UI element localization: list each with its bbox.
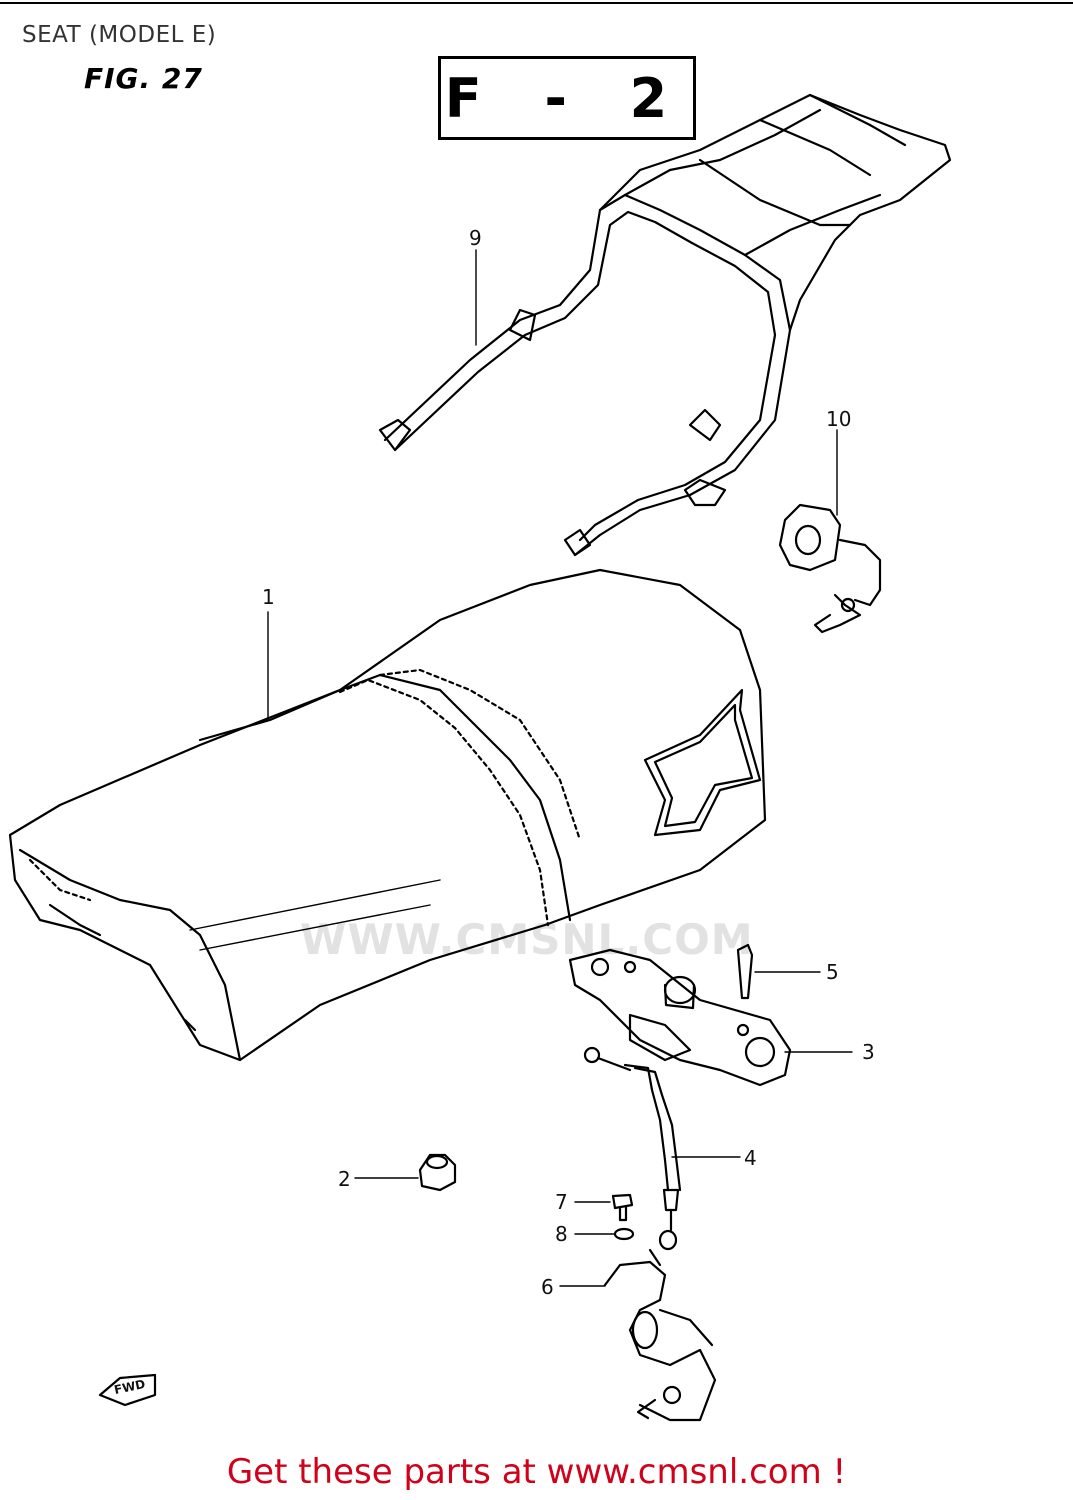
callout-9: 9 <box>469 226 482 250</box>
callout-7: 7 <box>555 1190 568 1214</box>
leader-lines <box>267 249 853 1287</box>
callout-10: 10 <box>826 407 852 431</box>
callout-8: 8 <box>555 1222 568 1246</box>
seat-cushion-rubber-drawing <box>418 1153 457 1192</box>
seat-lock-bracket-drawing <box>568 948 792 1087</box>
footer-cta-link[interactable]: Get these parts at www.cmsnl.com ! <box>226 1452 847 1492</box>
rear-carrier-drawing <box>378 93 952 557</box>
watermark: WWW.CMSNL.COM <box>300 915 754 964</box>
screw-drawing <box>736 943 754 1000</box>
callout-3: 3 <box>862 1040 875 1064</box>
seat-lock-drawing <box>603 1248 717 1422</box>
callout-4: 4 <box>744 1146 757 1170</box>
callout-1: 1 <box>262 585 275 609</box>
callout-5: 5 <box>826 960 839 984</box>
section-code-box: F - 2 <box>438 56 696 140</box>
seat-lock-cable-drawing <box>583 1046 682 1251</box>
diagram-title: SEAT (MODEL E) <box>22 22 217 48</box>
callout-2: 2 <box>338 1167 351 1191</box>
fwd-arrow-icon <box>98 1373 157 1407</box>
top-rule <box>0 2 1073 4</box>
callout-6: 6 <box>541 1275 554 1299</box>
helmet-lock-drawing <box>778 503 882 634</box>
seat-drawing <box>8 568 767 1062</box>
figure-number: FIG. 27 <box>84 62 203 95</box>
bolt-washer-drawing <box>611 1193 635 1241</box>
